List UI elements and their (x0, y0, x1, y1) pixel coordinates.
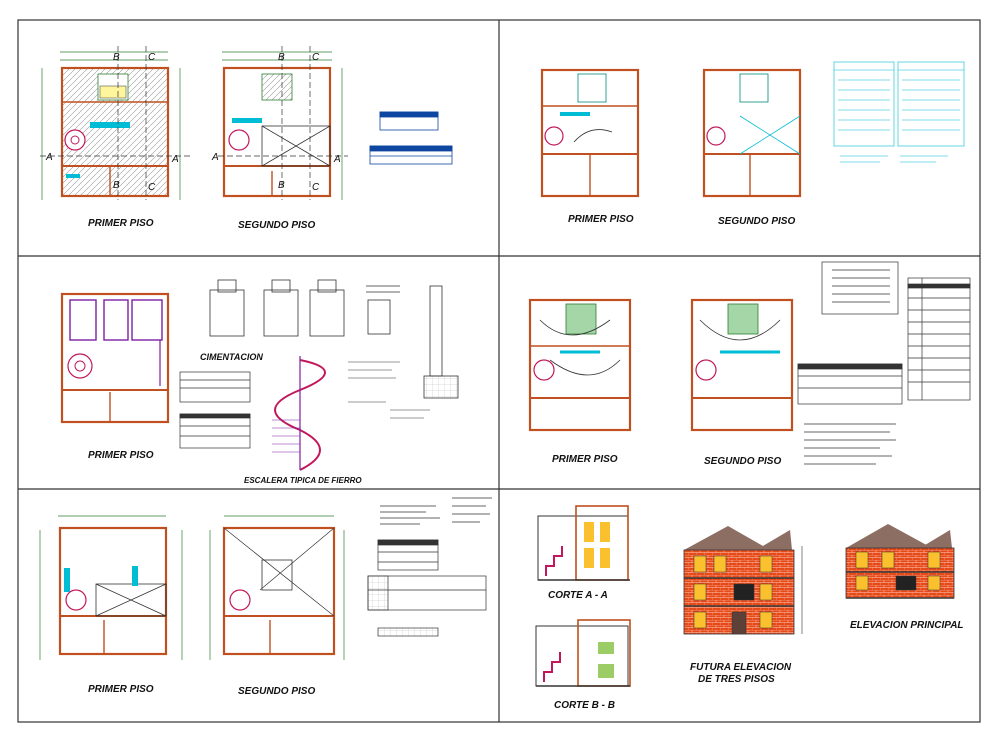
label-corte-a: CORTE A - A (548, 590, 608, 601)
plan-primer-piso-electrical (528, 298, 632, 432)
plan-segundo-piso-sanitary (702, 68, 802, 198)
panel-2: PRIMER PISO SEGUNDO PISO (540, 61, 965, 227)
axis-b-top-1: B (113, 52, 120, 63)
label-primer-piso-3: PRIMER PISO (88, 450, 154, 461)
section-a-a (537, 505, 630, 581)
principal-elevation (845, 524, 955, 599)
axis-c-bottom-2: C (312, 182, 320, 193)
label-primer-piso-2: PRIMER PISO (568, 214, 634, 225)
plan-primer-piso-foundation (60, 292, 170, 424)
axis-b-bottom-1: B (113, 180, 120, 191)
axis-c-top-2: C (312, 52, 320, 63)
label-escalera: ESCALERA TIPICA DE FIERRO (244, 476, 362, 485)
electrical-schedules (797, 261, 971, 465)
plan-primer-piso-sanitary (540, 68, 640, 198)
plan-segundo-piso-roof (209, 515, 345, 660)
axis-a-left-2: A (211, 152, 219, 163)
foundation-tables (179, 371, 251, 449)
label-primer-piso-1: PRIMER PISO (88, 218, 154, 229)
sheet-frame (17, 19, 981, 723)
panel-6: CORTE A - A CORTE B - B FUTURA ELEVACION… (535, 505, 964, 711)
plan-primer-piso-roof (39, 515, 183, 660)
axis-a-right-1: A (171, 154, 179, 165)
label-primer-piso-5: PRIMER PISO (88, 684, 154, 695)
plan-primer-piso-structure (40, 46, 190, 200)
label-corte-b: CORTE B - B (554, 700, 615, 711)
axis-a-left-1: A (45, 152, 53, 163)
axis-c-top-1: C (148, 52, 156, 63)
column-detail (423, 285, 459, 399)
label-segundo-piso-4: SEGUNDO PISO (704, 456, 781, 467)
section-b-b (535, 619, 631, 687)
roof-notes-tables (367, 497, 492, 637)
label-segundo-piso-5: SEGUNDO PISO (238, 686, 315, 697)
plan-segundo-piso-structure (218, 46, 348, 200)
label-futura-2: DE TRES PISOS (698, 674, 775, 685)
spiral-stair (272, 356, 326, 471)
label-primer-piso-4: PRIMER PISO (552, 454, 618, 465)
panel-5: PRIMER PISO SEGUNDO PISO (39, 497, 492, 697)
axis-c-bottom-1: C (148, 182, 156, 193)
panel-3: PRIMER PISO CIMENTACION ESCALERA TIPICA … (60, 279, 459, 485)
panel-1: A A B C B C A A B C (40, 46, 453, 231)
label-elevacion-principal: ELEVACION PRINCIPAL (850, 620, 964, 631)
foundation-notes (348, 361, 430, 419)
axis-b-bottom-2: B (278, 180, 285, 191)
axis-b-top-2: B (278, 52, 285, 63)
label-segundo-piso-2: SEGUNDO PISO (718, 216, 795, 227)
future-elevation (683, 526, 803, 635)
label-segundo-piso-1: SEGUNDO PISO (238, 220, 315, 231)
panel-4: PRIMER PISO SEGUNDO PISO (528, 261, 971, 467)
label-cimentacion: CIMENTACION (200, 352, 263, 362)
axis-a-right-2: A (333, 154, 341, 165)
schedule-tables-1 (369, 111, 453, 165)
label-futura-1: FUTURA ELEVACION (690, 662, 792, 673)
plan-segundo-piso-electrical (690, 298, 794, 432)
foundation-details (209, 279, 400, 337)
legend-sanitary (833, 61, 965, 163)
